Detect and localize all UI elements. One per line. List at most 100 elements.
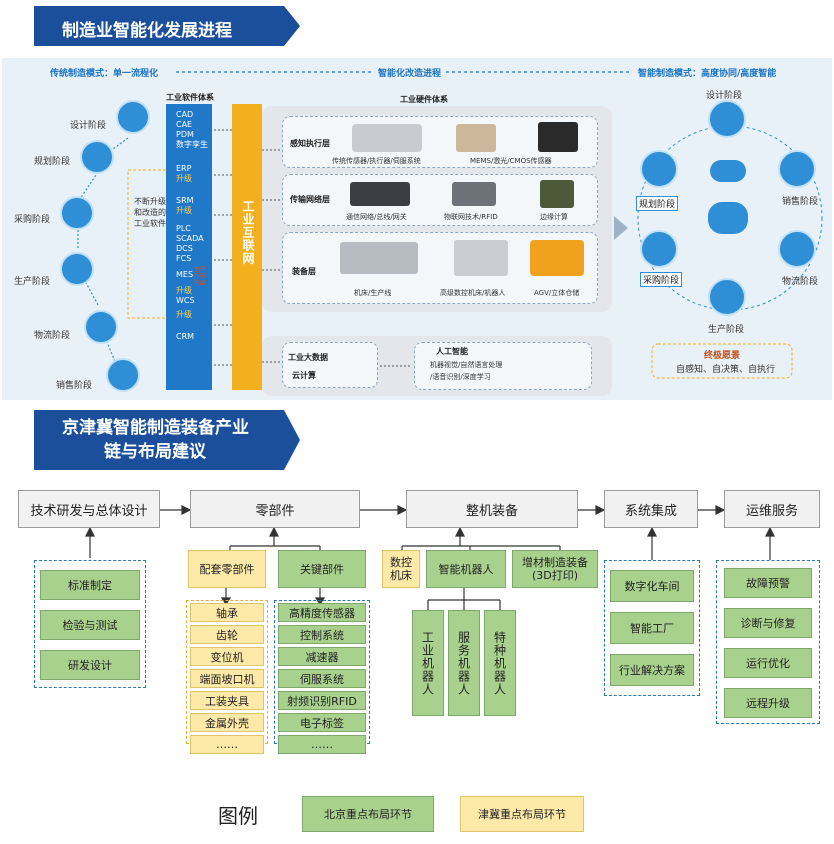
sw-plc: PLC xyxy=(176,224,191,233)
right-stage-sales: 销售阶段 xyxy=(782,197,819,207)
left-stage-purchase: 采购阶段 xyxy=(14,215,51,225)
right-planning-icon xyxy=(640,150,678,188)
sw-upgrade-1: 升级 xyxy=(176,174,192,183)
hw-equipment-item-2: 高级数控机床/机器人 xyxy=(440,289,506,297)
support-part: …… xyxy=(190,735,264,754)
sw-wcs: WCS xyxy=(176,296,195,305)
left-stage-logistics: 物流阶段 xyxy=(34,331,71,341)
ai-box xyxy=(414,342,592,390)
phase-intelligent: 智能制造模式：高度协同/高度智能 xyxy=(638,69,777,79)
right-logistics-icon xyxy=(778,230,816,268)
hw-sense-item-2: MEMS/激光/CMOS传感器 xyxy=(470,157,552,165)
sw-scada: SCADA xyxy=(176,234,204,243)
stage-production-icon xyxy=(60,252,94,286)
sw-cae: CAE xyxy=(176,120,193,129)
legend-beijing: 北京重点布局环节 xyxy=(302,796,434,832)
left-stage-planning: 规划阶段 xyxy=(34,157,71,167)
rd-item-testing: 检验与测试 xyxy=(40,610,140,640)
phase-transform: 智能化改造进程 xyxy=(378,69,442,79)
equip-3d: 增材制造装备(3D打印) xyxy=(512,550,598,588)
bigdata-label-1: 工业大数据 xyxy=(288,353,328,362)
right-stage-planning: 规划阶段 xyxy=(636,196,679,211)
ai-item-2: /语音识别/深度学习 xyxy=(430,373,491,381)
service-warning: 故障预警 xyxy=(724,568,812,598)
rd-item-design: 研发设计 xyxy=(40,650,140,680)
hw-equipment-item-3: AGV/立体仓储 xyxy=(534,289,580,297)
support-part: 工装夹具 xyxy=(190,691,264,710)
ai-title: 人工智能 xyxy=(436,347,468,356)
bottom-title-2: 链与布局建议 xyxy=(104,442,206,462)
sw-upgrade-4: 升级 xyxy=(176,310,192,319)
hw-network-item-2: 物联网技术/RFID xyxy=(444,213,498,221)
right-production-icon xyxy=(708,278,746,316)
robot-industrial: 工业机器人 xyxy=(412,610,444,716)
hw-network-item-1: 通信网络/总线/网关 xyxy=(346,213,407,221)
hw-network-image-3 xyxy=(540,180,574,208)
upgrade-side-note: 生产环节升级 xyxy=(194,266,207,287)
upgrade-note: 不断升级和改造的工业软件 xyxy=(134,197,166,228)
integration-solution: 行业解决方案 xyxy=(610,654,694,686)
software-title: 工业软件体系 xyxy=(166,93,214,102)
hardware-title: 工业硬件体系 xyxy=(400,95,448,104)
hw-equipment-image-3 xyxy=(530,240,584,276)
hw-sense-image-1 xyxy=(352,124,422,152)
hw-equipment-image-1 xyxy=(340,242,418,274)
iot-label: 工业互联网 xyxy=(241,200,255,265)
brain-network-icon xyxy=(708,202,748,234)
stage-sales-icon xyxy=(106,358,140,392)
hw-network-item-3: 边缘计算 xyxy=(540,213,568,221)
hw-sense-name: 感知执行层 xyxy=(290,139,330,148)
chain-services: 运维服务 xyxy=(724,490,820,528)
sw-pdm: PDM xyxy=(176,130,194,139)
robot-special: 特种机器人 xyxy=(484,610,516,716)
support-parts-list: 轴承 齿轮 变位机 端面坡口机 工装夹具 金属外壳 …… xyxy=(190,603,264,754)
chain-rd: 技术研发与总体设计 xyxy=(18,490,160,528)
right-stage-logistics: 物流阶段 xyxy=(782,277,819,287)
chain-equipment: 整机装备 xyxy=(406,490,578,528)
vision-title: 终极愿景 xyxy=(704,351,741,361)
right-purchase-icon xyxy=(640,230,678,268)
bigdata-box xyxy=(282,342,378,388)
left-stage-sales: 销售阶段 xyxy=(56,381,93,391)
stage-design-icon xyxy=(116,100,150,134)
support-part: 齿轮 xyxy=(190,625,264,644)
integration-workshop: 数字化车间 xyxy=(610,570,694,602)
equip-robot: 智能机器人 xyxy=(426,550,506,588)
key-part: 高精度传感器 xyxy=(278,603,366,622)
sw-crm: CRM xyxy=(176,332,195,341)
iot-column xyxy=(232,104,262,390)
right-design-icon xyxy=(708,100,746,138)
parts-key-header: 关键部件 xyxy=(278,550,366,588)
key-part: 伺服系统 xyxy=(278,669,366,688)
bottom-title-1: 京津冀智能制造装备产业 xyxy=(62,418,249,438)
sw-dcs: DCS xyxy=(176,244,193,253)
rd-group xyxy=(34,560,146,688)
hw-equipment-name: 装备层 xyxy=(292,267,316,276)
key-parts-list: 高精度传感器 控制系统 减速器 伺服系统 射频识别RFID 电子标签 …… xyxy=(278,603,366,754)
integration-group xyxy=(604,560,700,696)
key-part: 电子标签 xyxy=(278,713,366,732)
top-title: 制造业智能化发展进程 xyxy=(62,21,232,41)
left-stage-design: 设计阶段 xyxy=(70,121,107,131)
robot-service: 服务机器人 xyxy=(448,610,480,716)
stage-logistics-icon xyxy=(84,310,118,344)
key-part: 射频识别RFID xyxy=(278,691,366,710)
rd-item-standard: 标准制定 xyxy=(40,570,140,600)
bigdata-label-2: 云计算 xyxy=(292,371,316,380)
cloud-icon xyxy=(710,160,746,182)
legend-tianjin-hebei: 津冀重点布局环节 xyxy=(460,796,584,832)
service-optimize: 运行优化 xyxy=(724,648,812,678)
right-stage-production: 生产阶段 xyxy=(708,325,745,335)
sw-upgrade-3: 升级 xyxy=(176,286,192,295)
stage-purchase-icon xyxy=(60,196,94,230)
service-diagnosis: 诊断与修复 xyxy=(724,608,812,638)
parts-support-header: 配套零部件 xyxy=(188,550,266,588)
left-stage-production: 生产阶段 xyxy=(14,277,51,287)
right-sales-icon xyxy=(778,150,816,188)
support-part: 轴承 xyxy=(190,603,264,622)
ai-item-1: 机器视觉/自然语言处理 xyxy=(430,361,503,369)
vision-text: 自感知、自决策、自执行 xyxy=(676,365,776,375)
chain-integration: 系统集成 xyxy=(604,490,698,528)
phase-traditional: 传统制造模式：单一流程化 xyxy=(50,69,159,79)
